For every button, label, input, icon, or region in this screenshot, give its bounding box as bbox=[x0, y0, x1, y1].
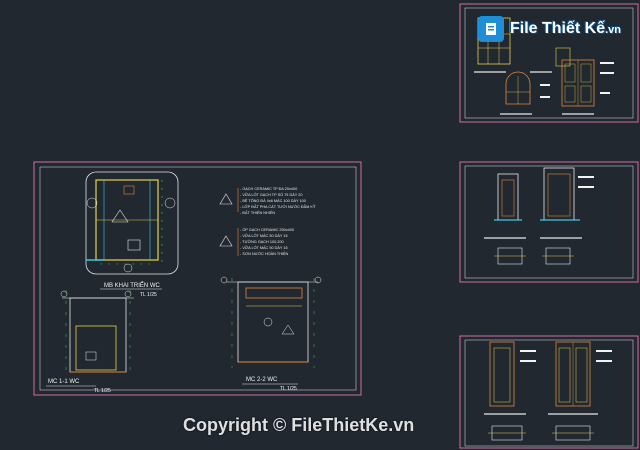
section-1-1 bbox=[60, 290, 134, 376]
section-1-title: MC 1-1 WC bbox=[48, 379, 80, 385]
note-2-line-1: - ỐP GẠCH CERAMIC 250x400 bbox=[240, 227, 294, 232]
section-2-2 bbox=[220, 276, 322, 368]
logo-text: File Thiết Kế.vn bbox=[510, 20, 622, 37]
section-2-title: MC 2-2 WC bbox=[246, 377, 278, 383]
note-1-line-2: - VỮA LÓT GẠCH TP SỐ 75 DÀY 20 bbox=[240, 192, 302, 197]
note-1-line-5: - ĐẤT THIÊN NHIÊN bbox=[240, 210, 275, 215]
note-1-line-1: - GẠCH CERAMIC TP ĐA 20x400 bbox=[240, 187, 297, 191]
note-1-line-4: - LỚP ĐẤT PHA CÁT TƯỚI NƯỚC ĐẦM KỸ bbox=[240, 204, 316, 209]
sheet-3-door-details bbox=[459, 161, 639, 283]
filethietke-logo: File Thiết Kế.vn bbox=[478, 14, 638, 44]
notes-area: - GẠCH CERAMIC TP ĐA 20x400 - VỮA LÓT GẠ… bbox=[219, 187, 316, 256]
sheet-4-door-elevations bbox=[459, 335, 639, 449]
section-2-scale: TL 1/25 bbox=[280, 386, 297, 392]
note-2-line-3: - TƯỜNG GẠCH 100,200 bbox=[240, 239, 284, 244]
section-1-scale: TL 1/25 bbox=[94, 388, 111, 394]
note-1-line-3: - BÊ TÔNG ĐÁ 4x6 MÁC 100 DÀY 100 bbox=[240, 198, 306, 203]
note-2-line-5: - SƠN NƯỚC HOÀN THIỆN bbox=[240, 251, 289, 256]
plan-scale: TL 1/25 bbox=[140, 292, 157, 298]
wc-floor-plan bbox=[85, 171, 179, 275]
copyright-watermark: Copyright © FileThietKe.vn bbox=[183, 415, 415, 435]
logo-icon bbox=[478, 16, 504, 42]
note-2-line-4: - VỮA LÓT MÁC 50 DÀY 15 bbox=[240, 245, 288, 250]
note-2-line-2: - VỮA LÓT MÁC 50 DÀY 15 bbox=[240, 233, 288, 238]
plan-title: MB KHAI TRIỂN WC bbox=[104, 282, 161, 289]
main-sheet: MB KHAI TRIỂN WC TL 1/25 - GẠCH CERAMIC … bbox=[33, 161, 362, 396]
